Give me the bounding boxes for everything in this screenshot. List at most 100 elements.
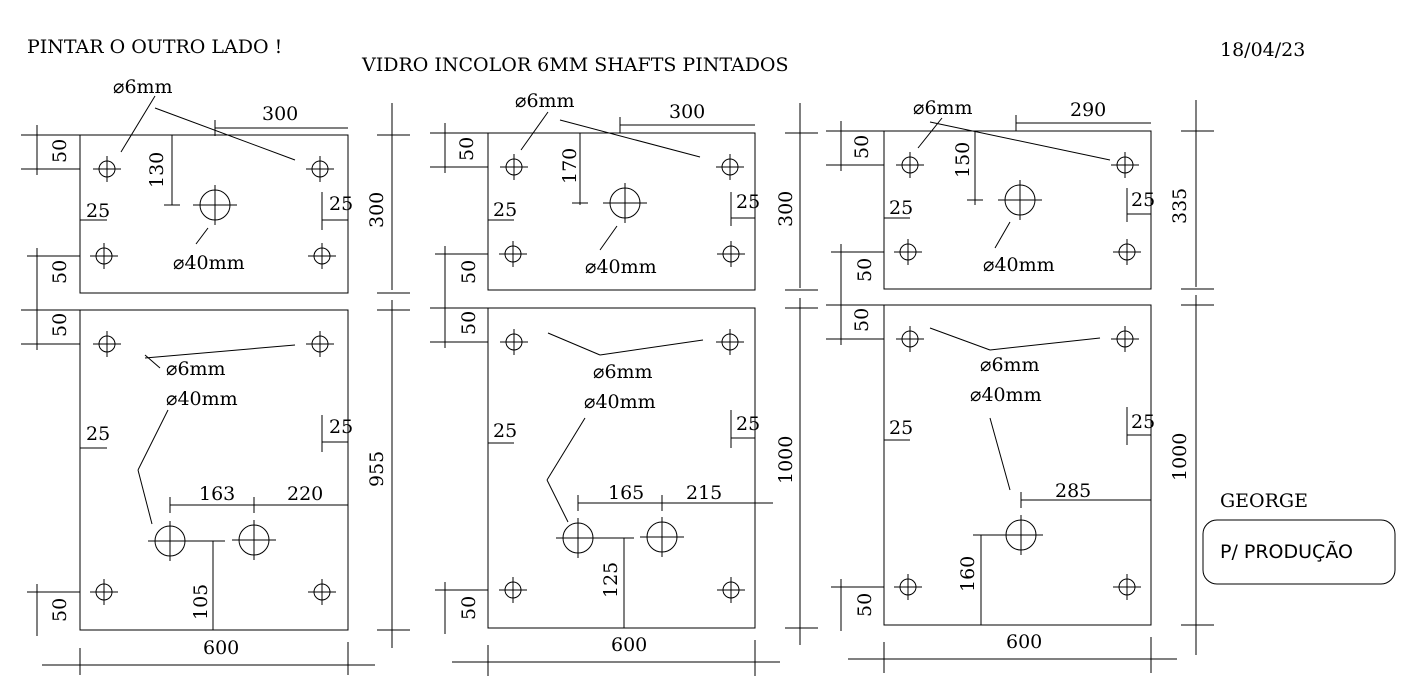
panel-c-bottom-large-hole-label: ⌀40mm	[970, 384, 1042, 406]
panel-c-top-large-hole-label: ⌀40mm	[983, 254, 1055, 276]
panel-a: 300 130 ⌀6mm ⌀40mm 50 50 25 25 300 163 2…	[21, 76, 410, 675]
panel-c-bottom-hole-tl	[896, 326, 924, 352]
panel-b-top-hole-br	[717, 241, 745, 267]
panel-a-bottom-hole-tl	[93, 331, 121, 357]
panel-a-bottom-hole-bl	[90, 579, 118, 605]
panel-c-top-hole-br	[1113, 239, 1141, 265]
panel-a-bottom-hole1-x: 163	[199, 483, 235, 505]
panel-c-width: 600	[1006, 631, 1042, 653]
panel-a-top-hole-x: 300	[262, 103, 298, 125]
panel-c-bottom-hole-large	[999, 515, 1043, 555]
panel-c-top-margin-top: 50	[851, 135, 873, 159]
panel-a-top-height: 300	[366, 192, 388, 228]
panel-b-bottom-height: 1000	[775, 436, 797, 484]
panel-c-top-hole-tr	[1111, 152, 1139, 178]
panel-a-top-margin-top: 50	[49, 139, 71, 163]
panel-c-bottom-margin-top: 50	[851, 308, 873, 332]
panel-b-top-margin-right: 25	[736, 191, 760, 213]
footer-name: GEORGE	[1220, 490, 1308, 512]
panel-b-top-small-hole-label: ⌀6mm	[515, 90, 575, 112]
panel-a-top-hole-y: 130	[146, 152, 168, 188]
panel-b-bottom-margin-top: 50	[458, 311, 480, 335]
panel-b-top-hole-tr	[716, 154, 744, 180]
panel-c-bottom-glass	[883, 304, 1152, 626]
panel-b-bottom-margin-right: 25	[736, 413, 760, 435]
panel-a-bottom-large-hole-label: ⌀40mm	[166, 388, 238, 410]
panel-c-bottom-hole-x: 285	[1055, 480, 1091, 502]
panel-a-top-hole-bl	[90, 243, 118, 269]
panel-a-top-margin-left: 25	[86, 200, 110, 222]
panel-c-bottom-margin-bottom: 50	[854, 593, 876, 617]
panel-c-top-margin-right: 25	[1131, 189, 1155, 211]
panel-a-bottom-small-hole-label: ⌀6mm	[166, 358, 226, 380]
panel-b-top-margin-top: 50	[456, 137, 478, 161]
panel-c-bottom-hole-bl	[894, 574, 922, 600]
panel-a-bottom-margin-right: 25	[329, 416, 353, 438]
panel-b-bottom-margin-left: 25	[493, 420, 517, 442]
panel-c-bottom-hole-y: 160	[957, 556, 979, 592]
panel-c-bottom-hole-tr	[1111, 326, 1139, 352]
panel-c-top-hole-tl	[896, 152, 924, 178]
panel-a-bottom-hole-y: 105	[190, 584, 212, 620]
panel-b-top-hole-bl	[499, 241, 527, 267]
panel-c-top-margin-left: 25	[889, 197, 913, 219]
panel-a-bottom-margin-top: 50	[49, 313, 71, 337]
panel-a-bottom-hole-tr	[306, 331, 334, 357]
panel-c-top-margin-bottom: 50	[854, 258, 876, 282]
panel-b-bottom-hole-large-2	[640, 517, 684, 557]
panel-b-width: 600	[611, 634, 647, 656]
panel-a-top-large-hole-label: ⌀40mm	[173, 252, 245, 274]
panel-a-width: 600	[203, 637, 239, 659]
panel-c-top-hole-x: 290	[1070, 99, 1106, 121]
panel-a-bottom-hole-large-1	[148, 521, 192, 561]
footer-stamp: P/ PRODUÇÃO	[1220, 540, 1353, 563]
panel-b-top-hole-x: 300	[669, 101, 705, 123]
panel-c-top-hole-bl	[894, 239, 922, 265]
panel-a-bottom-hole-large-2	[232, 520, 276, 560]
panel-b-bottom-hole-tr	[716, 329, 744, 355]
panel-a-bottom-hole-br	[308, 579, 336, 605]
panel-a-top-hole-tr	[306, 156, 334, 182]
panel-b: 300 170 ⌀6mm ⌀40mm 50 50 25 25 300 165 2…	[430, 90, 818, 676]
panel-b-bottom-hole1-x: 165	[608, 482, 644, 504]
panel-b-bottom-margin-bottom: 50	[458, 596, 480, 620]
panel-b-bottom-small-hole-label: ⌀6mm	[593, 361, 653, 383]
panel-c-bottom-margin-right: 25	[1131, 411, 1155, 433]
panel-b-bottom-glass	[487, 307, 756, 629]
panel-b-top-margin-left: 25	[493, 199, 517, 221]
panel-a-bottom-glass	[79, 309, 349, 631]
panel-a-top-hole-br	[308, 243, 336, 269]
panel-c-bottom-small-hole-label: ⌀6mm	[980, 354, 1040, 376]
panel-b-top-hole-large	[603, 183, 647, 223]
panel-c-bottom-hole-br	[1113, 574, 1141, 600]
panel-b-top-height: 300	[775, 191, 797, 227]
stamp-box	[1202, 519, 1396, 585]
panel-b-top-hole-y: 170	[559, 148, 581, 184]
panel-c-top-small-hole-label: ⌀6mm	[913, 97, 973, 119]
panel-b-top-margin-bottom: 50	[458, 260, 480, 284]
panel-b-bottom-hole-y: 125	[600, 562, 622, 598]
panel-c-top-height: 335	[1169, 188, 1191, 224]
panel-c: 290 150 ⌀6mm ⌀40mm 50 50 25 25 335 285 1…	[826, 97, 1214, 673]
panel-b-bottom-hole2-x: 215	[686, 482, 722, 504]
panel-b-bottom-hole-large-1	[556, 518, 600, 558]
panel-a-bottom-margin-left: 25	[86, 423, 110, 445]
header-date: 18/04/23	[1220, 39, 1305, 61]
panel-b-bottom-hole-tl	[500, 329, 528, 355]
panel-a-top-margin-right: 25	[329, 193, 353, 215]
header-note: PINTAR O OUTRO LADO !	[27, 36, 282, 58]
header-title: VIDRO INCOLOR 6MM SHAFTS PINTADOS	[361, 54, 789, 76]
panel-b-bottom-hole-br	[717, 577, 745, 603]
panel-a-bottom-height: 955	[366, 451, 388, 487]
panel-a-bottom-hole2-x: 220	[287, 483, 323, 505]
panel-a-top-hole-tl	[93, 156, 121, 182]
panel-b-bottom-hole-bl	[499, 577, 527, 603]
panel-a-top-hole-large	[193, 185, 237, 225]
panel-a-top-margin-bottom: 50	[49, 260, 71, 284]
panel-b-top-large-hole-label: ⌀40mm	[585, 256, 657, 278]
panel-c-bottom-margin-left: 25	[889, 417, 913, 439]
panel-c-bottom-height: 1000	[1169, 433, 1191, 481]
panel-c-top-hole-large	[998, 180, 1042, 220]
panel-b-top-hole-tl	[500, 154, 528, 180]
